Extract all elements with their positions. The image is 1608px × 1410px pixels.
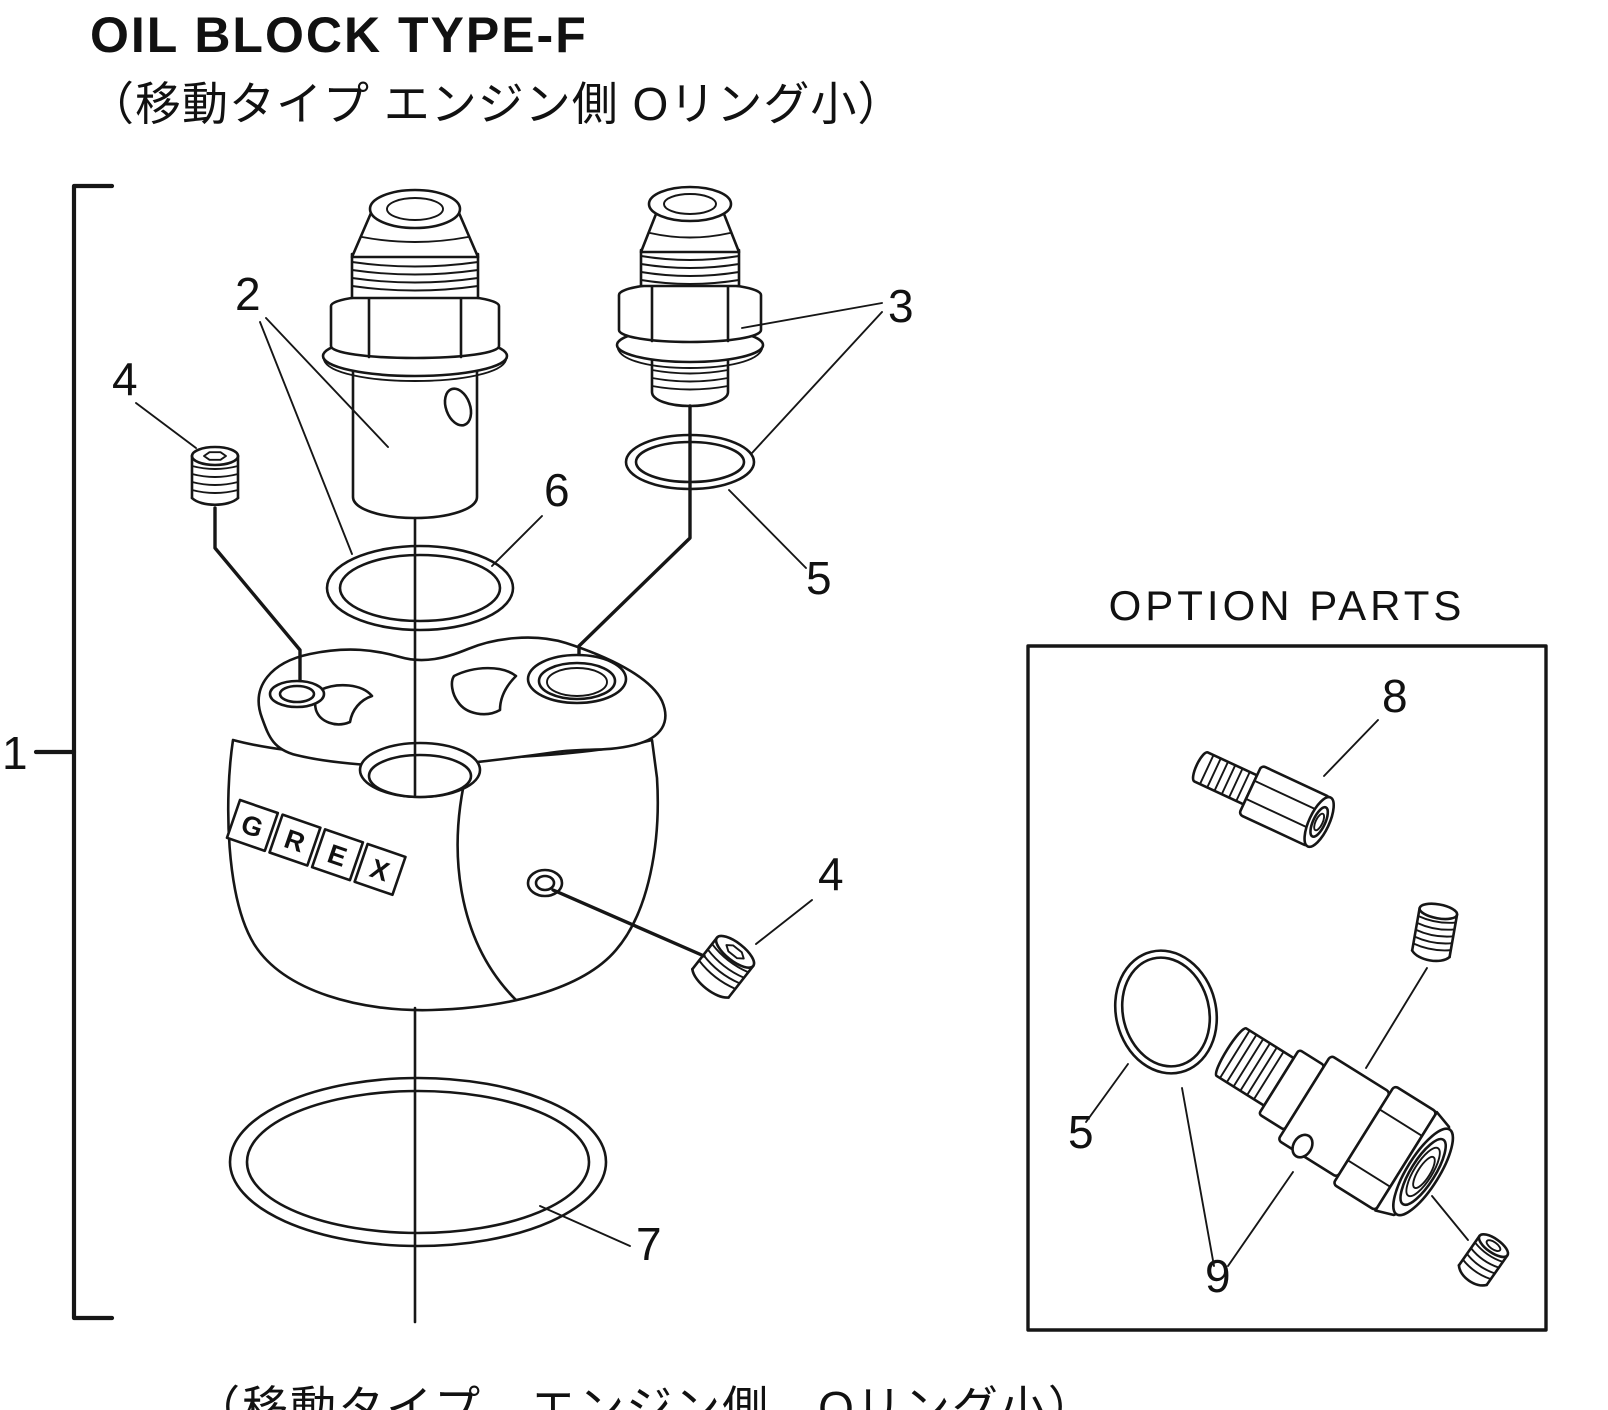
plug-4-left [190,445,240,507]
option-parts-title: OPTION PARTS [1109,582,1466,629]
page-subtitle: （移動タイプ エンジン側 Oリング小） [88,78,904,130]
callout-8: 8 [1382,670,1408,722]
plate-holes [268,653,628,709]
oring-6 [325,544,515,632]
callout-part-8: 8 [1323,670,1408,777]
option-adapter-8 [1191,751,1336,849]
page-title: OIL BLOCK TYPE-F [90,7,588,63]
oil-block-body: G R E X [225,636,667,1012]
callout-1: 1 [2,727,28,779]
callout-4-left: 4 [112,353,138,405]
callout-part-6: 6 [491,464,570,567]
option-parts-box [1026,644,1548,1332]
callout-part-4-right: 4 [755,848,844,945]
bracket-part-1: 1 [2,183,115,1321]
option-oring-5 [1113,949,1219,1075]
option-parts-section: OPTION PARTS [1026,582,1548,1332]
callout-2: 2 [235,268,261,320]
callout-part-4-left: 4 [112,353,197,449]
callout-part-5-option: 5 [1068,1063,1129,1158]
callout-part-5-main: 5 [728,489,832,604]
callout-part-2: 2 [235,268,389,555]
oring-7 [228,1076,608,1248]
option-plug-bottom [1457,1233,1510,1287]
option-plug-top [1410,902,1459,963]
callout-6: 6 [544,464,570,516]
option-fitting-9 [1214,1027,1455,1217]
title-block: OIL BLOCK TYPE-F （移動タイプ エンジン側 Oリング小） [88,7,904,130]
option-plug-top-axis [1365,967,1428,1069]
callout-4-right: 4 [818,848,844,900]
callout-5-main: 5 [806,552,832,604]
callout-part-7: 7 [539,1205,662,1270]
bottom-caption: （移動タイプ エンジン側 Oリング小） [194,1382,1096,1410]
callout-5-option: 5 [1068,1106,1094,1158]
callout-7: 7 [636,1218,662,1270]
option-plug-bottom-axis [1431,1195,1469,1241]
callout-9: 9 [1205,1250,1231,1302]
callout-3: 3 [888,280,914,332]
grex-logo: G R E X [225,798,407,897]
callout-part-9: 9 [1181,1087,1294,1302]
callout-part-3: 3 [741,280,914,454]
fitting-an-small [615,185,765,408]
fitting-an-large [321,188,509,520]
plug-4-right [691,934,756,999]
